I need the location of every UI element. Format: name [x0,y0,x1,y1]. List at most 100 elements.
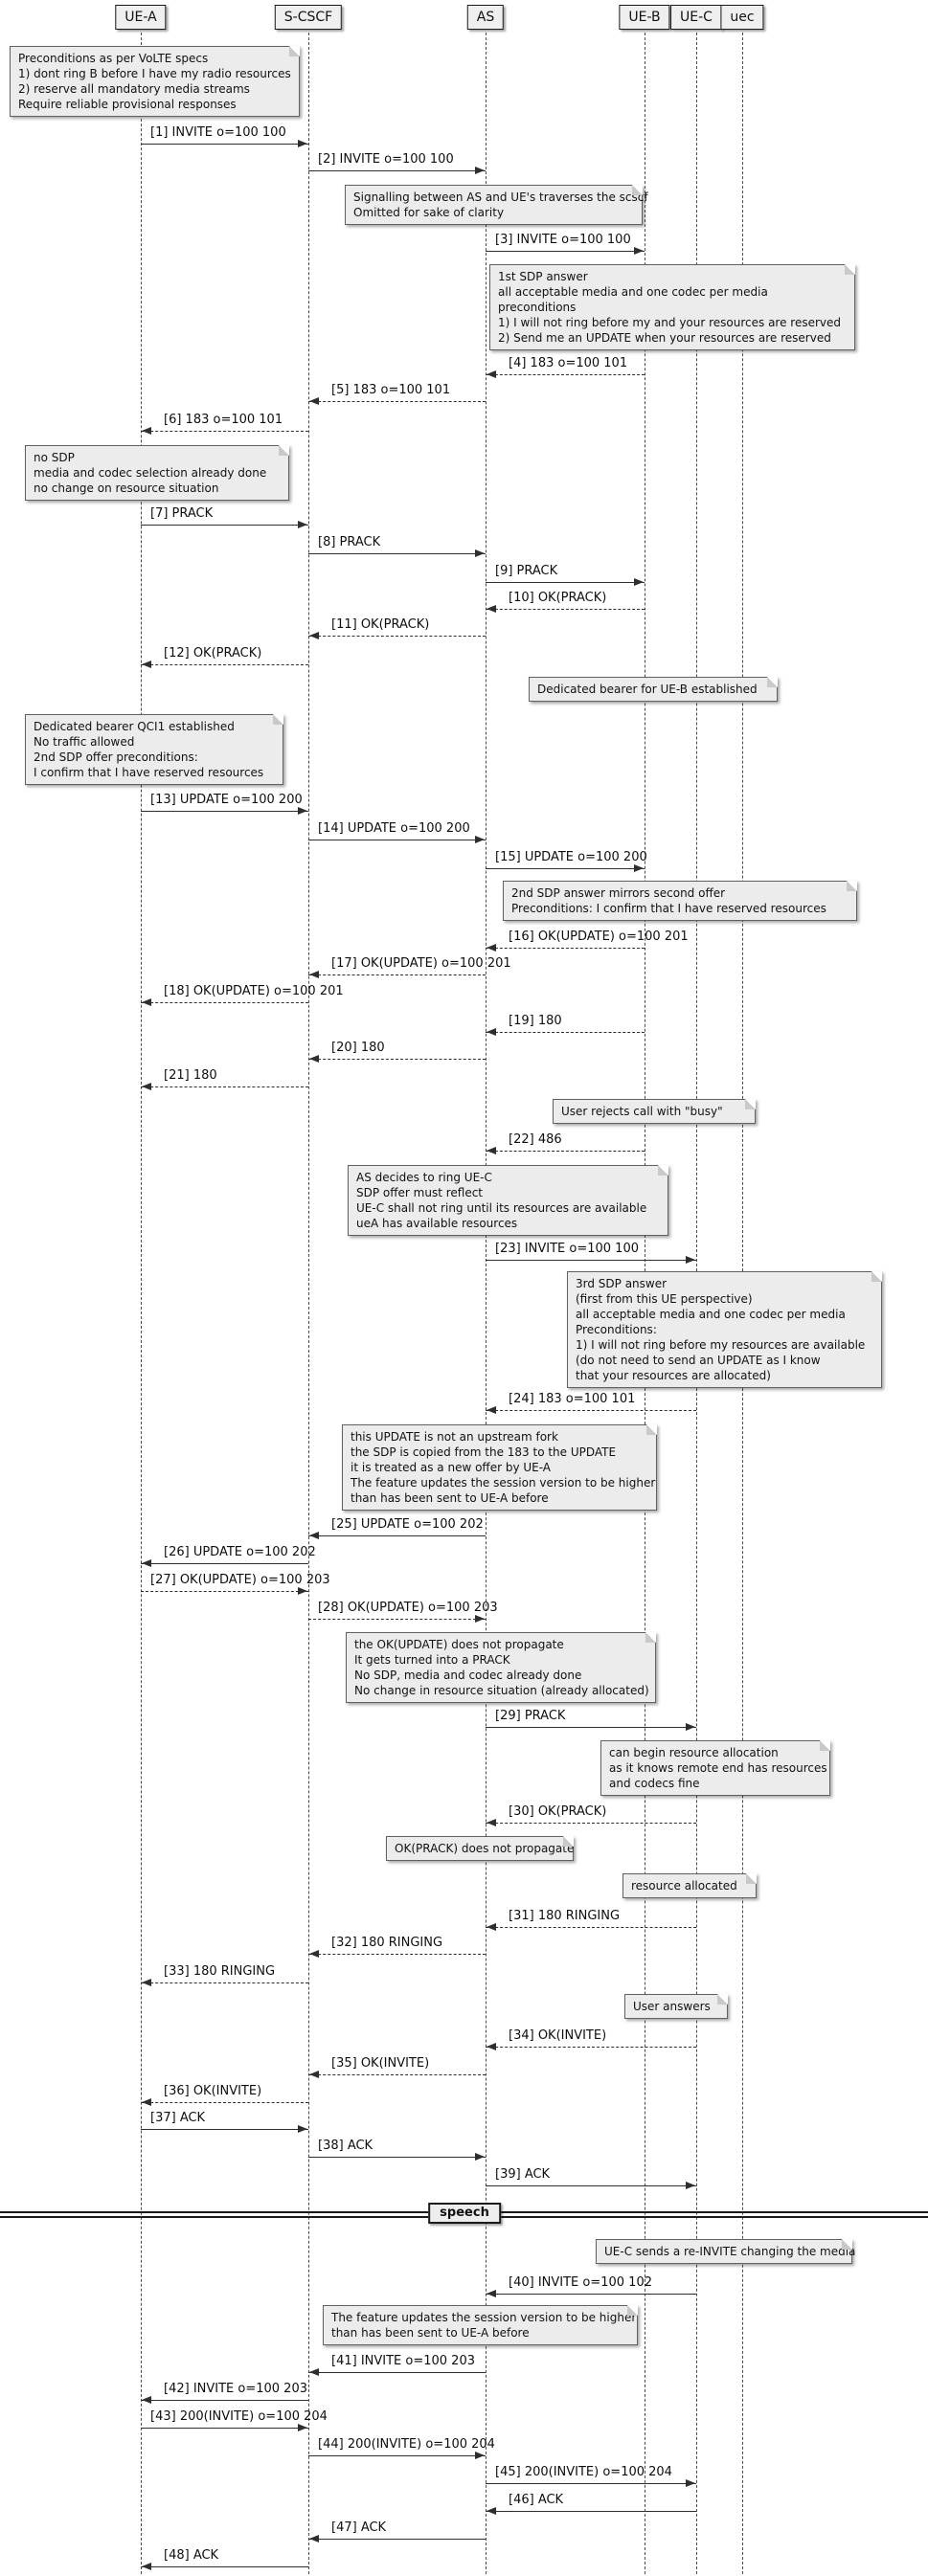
arrowhead-icon [686,2479,695,2487]
arrowhead-icon [142,2396,151,2404]
arrowhead-icon [309,1532,319,1539]
arrowhead-icon [487,1923,496,1931]
note-text-line: Preconditions as per VoLTE specs [18,52,209,65]
arrowhead-icon [634,864,644,872]
message-line [486,1927,696,1928]
message-line [141,1563,308,1564]
note-text-line: no SDP [34,451,75,464]
arrowhead-icon [487,1819,496,1826]
message-label: [4] 183 o=100 101 [509,356,628,370]
divider-label: speech [440,2206,489,2220]
participant-box-uec: uec [720,5,764,30]
note-text-line: 2nd SDP answer mirrors second offer [511,886,726,900]
note-text-line: It gets turned into a PRACK [354,1653,510,1667]
message-line [486,1260,696,1261]
note-text-line: all acceptable media and one codec per m… [498,285,768,299]
message-label: [43] 200(INVITE) o=100 204 [150,2409,328,2424]
message-line [308,2539,486,2540]
message-label: [20] 180 [331,1041,385,1055]
message-line [308,2157,486,2158]
message-line [141,1982,308,1983]
message-label: [28] OK(UPDATE) o=100 203 [318,1601,498,1615]
note-text-line: User answers [633,2000,711,2013]
message-line [486,1032,645,1033]
arrowhead-icon [298,807,307,815]
note-text-line: UE-C sends a re-INVITE changing the medi… [604,2245,856,2258]
note-text-line: Dedicated bearer for UE-B established [537,683,758,696]
message-line [308,636,486,637]
message-line [308,974,486,975]
arrowhead-icon [487,2507,496,2515]
message-label: [11] OK(PRACK) [331,617,430,632]
message-label: [29] PRACK [495,1709,566,1723]
note: User answers [624,1994,728,2019]
participant-box-UE-C: UE-C [670,5,722,30]
message-line [308,2372,486,2373]
message-label: [27] OK(UPDATE) o=100 203 [150,1573,330,1587]
note-text-line: Dedicated bearer QCI1 established [34,720,235,733]
arrowhead-icon [142,427,151,435]
participant-label: UE-A [124,10,157,25]
message-line [308,1619,486,1620]
participant-label: UE-C [680,10,713,25]
message-line [141,2400,308,2401]
arrowhead-icon [475,2452,485,2459]
arrowhead-icon [298,140,307,147]
message-line [486,1410,696,1411]
message-label: [15] UPDATE o=100 200 [495,850,647,864]
note-text-line: Require reliable provisional responses [18,98,237,111]
note-text-line: 1) I will not ring before my and your re… [498,316,842,329]
arrowhead-icon [309,1055,319,1063]
note-text-line: 2) reserve all mandatory media streams [18,82,250,96]
message-line [486,251,645,252]
message-line [486,1727,696,1728]
note-text-line: UE-C shall not ring until its resources … [356,1201,647,1215]
message-label: [16] OK(UPDATE) o=100 201 [509,930,689,944]
message-label: [12] OK(PRACK) [164,646,262,661]
message-line [308,170,486,171]
message-label: [33] 180 RINGING [164,1964,276,1979]
message-line [308,553,486,554]
note-text-line: 3rd SDP answer [576,1277,668,1290]
arrowhead-icon [686,2182,695,2189]
arrowhead-icon [475,836,485,843]
message-label: [36] OK(INVITE) [164,2084,262,2098]
message-label: [40] INVITE o=100 102 [509,2275,652,2290]
message-label: [8] PRACK [318,535,381,549]
arrowhead-icon [487,370,496,378]
arrowhead-icon [142,661,151,668]
arrowhead-icon [298,2424,307,2431]
message-label: [2] INVITE o=100 100 [318,152,454,167]
arrowhead-icon [475,549,485,557]
note-text-line: User rejects call with "busy" [561,1105,723,1118]
message-label: [42] INVITE o=100 203 [164,2382,307,2396]
arrowhead-icon [634,578,644,586]
message-label: [5] 183 o=100 101 [331,383,451,397]
note-text-line: that your resources are allocated) [576,1369,771,1382]
message-label: [7] PRACK [150,506,214,521]
message-line [308,1954,486,1955]
arrowhead-icon [487,2043,496,2050]
arrowhead-icon [142,1979,151,1986]
note-text-line: than has been sent to UE-A before [331,2326,530,2340]
note-text-line: the SDP is copied from the 183 to the UP… [351,1445,617,1459]
note-text-line: Preconditions: I confirm that I have res… [511,902,826,915]
participant-label: UE-B [628,10,661,25]
message-label: [38] ACK [318,2139,373,2153]
note-text-line: ueA has available resources [356,1217,518,1230]
message-line [308,2074,486,2075]
note: resource allocated [622,1873,757,1898]
lifeline-S-CSCF [308,33,309,2574]
message-line [141,811,308,812]
message-label: [39] ACK [495,2167,551,2182]
message-label: [31] 180 RINGING [509,1909,621,1923]
note-text-line: as it knows remote end has resources [609,1761,827,1775]
participant-box-S-CSCF: S-CSCF [274,5,343,30]
